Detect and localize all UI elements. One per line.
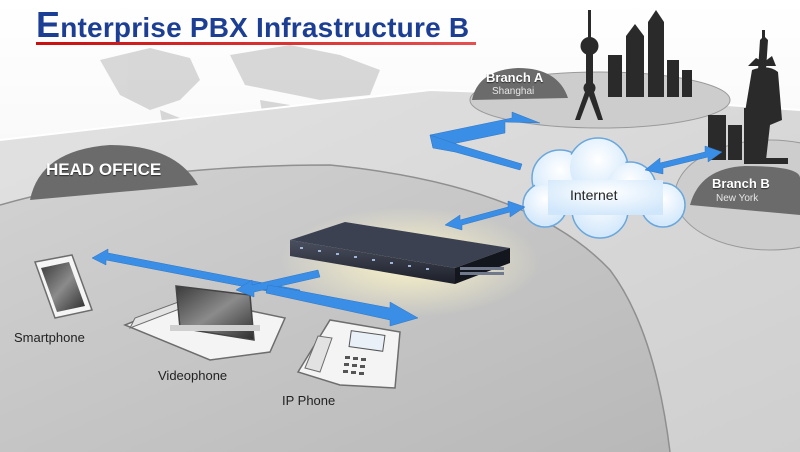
videophone-label: Videophone [158, 368, 228, 383]
head-office-label: HEAD OFFICE [46, 160, 162, 179]
diagram-title: Enterprise PBX Infrastructure B [36, 4, 469, 46]
shanghai-skyline-icon [575, 10, 692, 120]
new-york-skyline-icon [708, 30, 788, 164]
arrow-internet-branch-a [429, 134, 523, 171]
title-word-enterprise: nterprise [60, 12, 190, 43]
title-initial: E [36, 4, 61, 45]
branch-b-label: Branch B [712, 176, 770, 191]
branch-b-city: New York [716, 193, 759, 204]
branch-a-label: Branch A [486, 70, 544, 85]
smartphone-label: Smartphone [14, 330, 85, 345]
ip-phone-device-icon [296, 319, 401, 389]
title-underline [36, 42, 476, 45]
arrow-pbx-videophone [235, 269, 321, 298]
arrow-pbx-internet [444, 200, 526, 231]
videophone-device-icon [123, 285, 287, 361]
pbx-server-icon [290, 222, 510, 284]
connection-arrows [91, 111, 723, 327]
head-office-label-plate [30, 145, 198, 200]
title-word-pbx: PBX [189, 12, 249, 43]
branch-a-city: Shanghai [492, 86, 535, 97]
smartphone-device-icon [33, 254, 93, 319]
arrow-pbx-ipphone [265, 284, 419, 327]
branch-a-label-plate [472, 68, 568, 100]
arrow-branch-a-internet [429, 111, 541, 149]
arrow-internet-branch-b [644, 145, 723, 175]
title-word-infrastructure: Infrastructure B [248, 12, 470, 43]
internet-cloud-fill [525, 140, 683, 236]
ip-phone-label: IP Phone [282, 393, 336, 408]
branch-b-label-plate [690, 166, 800, 215]
internet-label: Internet [570, 187, 618, 203]
